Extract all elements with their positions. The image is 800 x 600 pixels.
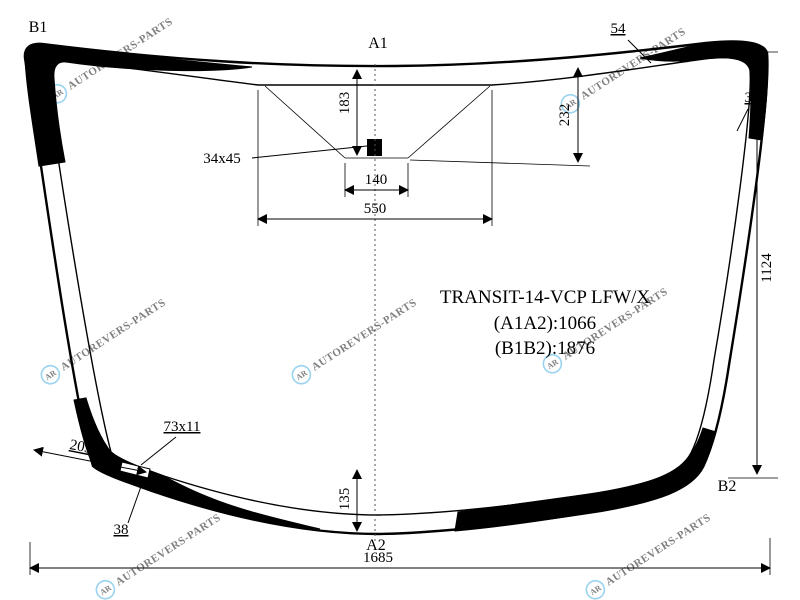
leader-line-32 — [736, 108, 749, 132]
dim-label-54: 54 — [611, 21, 627, 37]
dim-label-32: 32 — [745, 90, 760, 106]
part-dim-a1a2: (A1A2):1066 — [494, 313, 596, 334]
corner-label-a2: A2 — [366, 537, 386, 554]
frit-band-bottom-right — [454, 427, 717, 532]
watermark — [582, 507, 715, 600]
frit-trapezoid-right-edge — [407, 85, 491, 159]
glass-outer-outline — [23, 40, 769, 536]
ext-line-232 — [409, 159, 591, 167]
dim-label-183: 183 — [337, 92, 353, 115]
leader-line-73x11 — [140, 436, 177, 466]
dim-label-135: 135 — [337, 488, 353, 511]
dim-label-140: 140 — [365, 172, 388, 188]
part-number: TRANSIT-14-VCP LFW/X — [440, 287, 651, 308]
corner-label-b1: B1 — [29, 19, 48, 36]
dim-label-73x11: 73x11 — [164, 419, 201, 435]
corner-label-a1: A1 — [368, 35, 388, 52]
frit-band-top-left — [24, 43, 253, 167]
dim-label-38: 38 — [114, 522, 129, 538]
dim-label-1124: 1124 — [759, 253, 775, 283]
leader-line-54 — [627, 39, 652, 64]
watermark — [288, 292, 421, 388]
dim-label-232: 232 — [557, 104, 573, 127]
sensor-window — [367, 139, 382, 156]
corner-label-b2: B2 — [718, 478, 737, 495]
frit-trapezoid-left-edge — [264, 85, 346, 159]
dim-line-205 — [33, 446, 147, 476]
dim-label-34x45: 34x45 — [203, 151, 241, 167]
part-dim-b1b2: (B1B2):1876 — [495, 338, 595, 359]
frit-band-bottom-left — [73, 397, 321, 530]
leader-line-34x45 — [251, 145, 368, 159]
dim-label-1685: 1685 — [363, 550, 393, 566]
leader-line-38 — [127, 477, 145, 524]
dim-label-550: 550 — [364, 201, 387, 217]
watermark — [37, 292, 170, 388]
dim-label-205: 205 — [68, 437, 93, 457]
